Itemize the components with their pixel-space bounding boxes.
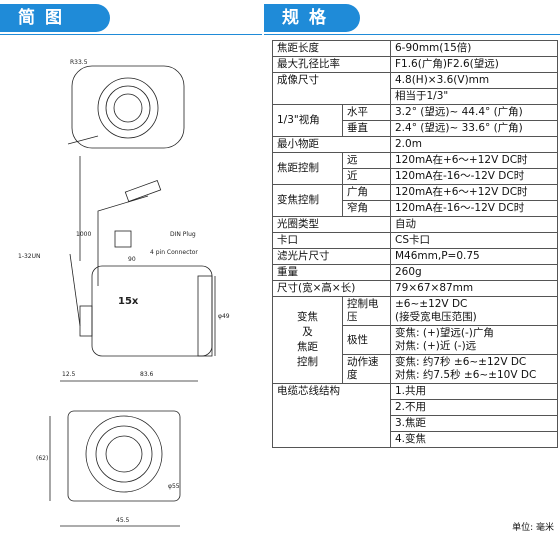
divider xyxy=(264,34,560,35)
specs-tab: 规格 xyxy=(264,4,360,32)
speed-value-2: 对焦: 约7.5秒 ±6~±10V DC xyxy=(395,369,537,381)
divider xyxy=(0,34,262,35)
zoom-tele-value: 120mA在-16～-12V DC时 xyxy=(390,200,558,217)
dim-value: 79×67×87mm xyxy=(390,280,558,297)
speed-value-1: 变焦: 约7秒 ±6~±12V DC xyxy=(395,356,527,368)
ctrl-label-4: 控制 xyxy=(297,356,318,368)
label-conn: 4 pin Connector xyxy=(150,249,198,256)
volt-value-1: ±6~±12V DC xyxy=(395,298,468,310)
label-d62: (62) xyxy=(36,455,48,462)
lens-front-outline xyxy=(67,410,181,502)
label-d90: 90 xyxy=(128,256,136,263)
lens-side-outline xyxy=(91,265,213,357)
volt-value: ±6~±12V DC(接受宽电压范围) xyxy=(390,296,558,326)
pol-label: 极性 xyxy=(342,325,391,355)
cable-label: 电缆芯线结构 xyxy=(272,383,391,448)
lens-top-outline xyxy=(71,65,185,149)
label-r: R33.5 xyxy=(70,59,88,66)
imaging-value1: 4.8(H)×3.6(V)mm xyxy=(390,72,558,89)
unit-note: 单位: 毫米 xyxy=(512,523,554,533)
label-d125: 12.5 xyxy=(62,371,76,378)
label-d836: 83.6 xyxy=(140,371,154,378)
pol-value-1: 变焦: (+)望远(-)广角 xyxy=(395,327,494,339)
cable-1: 1.共用 xyxy=(390,383,558,400)
pol-value-2: 对焦: (+)近 (-)远 xyxy=(395,340,477,352)
diagram-tab: 简图 xyxy=(0,4,110,32)
focus-label: 焦距控制 xyxy=(272,152,343,185)
lens-drawing: R33.5 DIN Plug 4 pin Connector 1000 90 1… xyxy=(18,59,230,527)
weight-value: 260g xyxy=(390,264,558,281)
iris-label: 光圈类型 xyxy=(272,216,391,233)
view-h-label: 水平 xyxy=(342,104,391,121)
mount-value: CS卡口 xyxy=(390,232,558,249)
volt-label: 控制电压 xyxy=(342,296,391,326)
mount-label: 卡口 xyxy=(272,232,391,249)
label-zoom: 15x xyxy=(118,296,139,307)
view-v-value: 2.4° (望远)~ 33.6° (广角) xyxy=(390,120,558,137)
dim-label: 尺寸(宽×高×长) xyxy=(272,280,391,297)
label-cable: 1000 xyxy=(76,231,91,238)
volt-value-2: (接受宽电压范围) xyxy=(395,311,477,323)
zoom-wide-value: 120mA在+6～+12V DC时 xyxy=(390,184,558,201)
label-d455: 45.5 xyxy=(116,517,130,524)
imaging-value2: 相当于1/3" xyxy=(390,88,558,105)
focal-label: 焦距长度 xyxy=(272,40,391,57)
aperture-label: 最大孔径比率 xyxy=(272,56,391,73)
focus-near-value: 120mA在-16～-12V DC时 xyxy=(390,168,558,185)
cable-3: 3.焦距 xyxy=(390,415,558,432)
cable-4: 4.变焦 xyxy=(390,431,558,448)
aperture-value: F1.6(广角)F2.6(望远) xyxy=(390,56,558,73)
ctrl-label-3: 焦距 xyxy=(297,341,318,353)
focus-near-label: 近 xyxy=(342,168,391,185)
focus-far-value: 120mA在+6～+12V DC时 xyxy=(390,152,558,169)
label-phi55: φ55 xyxy=(168,483,180,490)
label-thread: 1-32UN xyxy=(18,253,41,260)
ctrl-label-1: 变焦 xyxy=(297,311,318,323)
view-v-label: 垂直 xyxy=(342,120,391,137)
filter-value: M46mm,P=0.75 xyxy=(390,248,558,265)
weight-label: 重量 xyxy=(272,264,391,281)
mod-label: 最小物距 xyxy=(272,136,391,153)
zoom-wide-label: 广角 xyxy=(342,184,391,201)
zoom-tele-label: 窄角 xyxy=(342,200,391,217)
pol-value: 变焦: (+)望远(-)广角对焦: (+)近 (-)远 xyxy=(390,325,558,355)
label-phi49: φ49 xyxy=(218,313,230,320)
filter-label: 滤光片尺寸 xyxy=(272,248,391,265)
iris-value: 自动 xyxy=(390,216,558,233)
ctrl-label: 变焦 及 焦距 控制 xyxy=(272,296,343,384)
cable-2: 2.不用 xyxy=(390,399,558,416)
mod-value: 2.0m xyxy=(390,136,558,153)
view-h-value: 3.2° (望远)~ 44.4° (广角) xyxy=(390,104,558,121)
view-label: 1/3"视角 xyxy=(272,104,343,137)
ctrl-label-2: 及 xyxy=(302,326,313,338)
label-plug: DIN Plug xyxy=(170,231,196,238)
focus-far-label: 远 xyxy=(342,152,391,169)
speed-label: 动作速度 xyxy=(342,354,391,384)
zoom-label: 变焦控制 xyxy=(272,184,343,217)
imaging-label: 成像尺寸 xyxy=(272,72,391,105)
focal-value: 6-90mm(15倍) xyxy=(390,40,558,57)
